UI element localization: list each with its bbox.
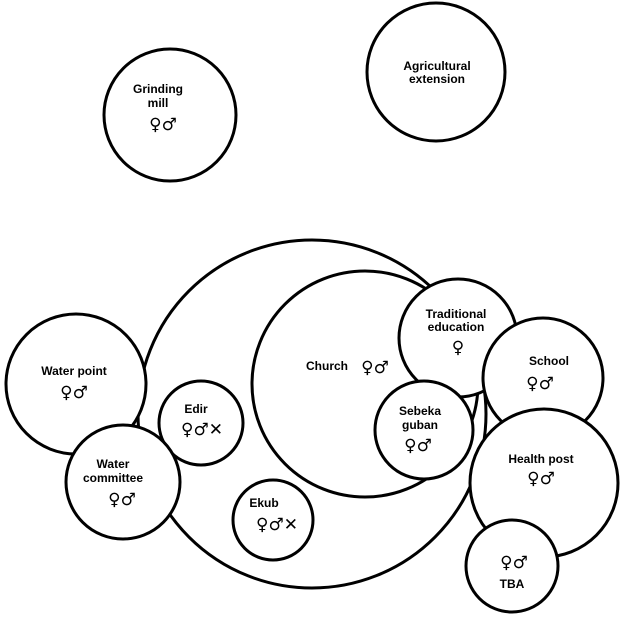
ekub-shape: [231, 478, 315, 562]
gender-symbols: ♀♂: [149, 115, 177, 135]
grinding-mill-label-line2: mill: [148, 96, 169, 110]
water-committee-shape: [64, 423, 182, 541]
gender-symbols: ♀♂✕: [181, 420, 223, 440]
agricultural-extension-label-line2: extension: [409, 72, 465, 86]
edir-label: Edir: [184, 402, 208, 416]
edir-circle: Edir ♀♂✕: [157, 379, 245, 467]
traditional-education-label-line1: Traditional: [426, 307, 487, 321]
school-label: School: [529, 354, 569, 368]
health-post-label: Health post: [508, 452, 573, 466]
ekub-label: Ekub: [249, 496, 278, 510]
water-committee-label-line2: committee: [83, 471, 143, 485]
church-label: Church: [306, 359, 348, 373]
sebeka-guban-circle: Sebeka guban ♀♂: [373, 379, 475, 481]
grinding-mill-label-line1: Grinding: [133, 82, 183, 96]
agricultural-extension-label-line1: Agricultural: [403, 59, 470, 73]
ekub-circle: Ekub ♀♂✕: [231, 478, 315, 562]
water-committee-label-line1: Water: [97, 457, 130, 471]
edir-shape: [157, 379, 245, 467]
sebeka-guban-label-line2: guban: [402, 418, 438, 432]
water-committee-circle: Water committee ♀♂: [64, 423, 182, 541]
gender-symbols: ♀♂✕: [256, 515, 298, 535]
sebeka-guban-label-line1: Sebeka: [399, 404, 441, 418]
tba-shape: [464, 518, 560, 614]
grinding-mill-circle: Grinding mill ♀♂: [102, 47, 238, 183]
traditional-education-label-line2: education: [428, 320, 485, 334]
sebeka-guban-shape: [373, 379, 475, 481]
tba-circle: ♀♂ TBA: [464, 518, 560, 614]
gender-symbols: ♀♂: [404, 436, 432, 456]
gender-symbols: ♀: [452, 338, 464, 358]
agricultural-extension-circle: Agricultural extension: [365, 1, 507, 143]
gender-symbols: ♀♂: [361, 358, 389, 378]
grinding-mill-shape: [102, 47, 238, 183]
gender-symbols: ♀♂: [60, 383, 88, 403]
agricultural-extension-shape: [365, 1, 507, 143]
gender-symbols: ♀♂: [526, 374, 554, 394]
water-point-label: Water point: [41, 364, 107, 378]
gender-symbols: ♀♂: [500, 553, 528, 573]
gender-symbols: ♀♂: [527, 469, 555, 489]
tba-label: TBA: [500, 577, 525, 591]
gender-symbols: ♀♂: [108, 490, 136, 510]
